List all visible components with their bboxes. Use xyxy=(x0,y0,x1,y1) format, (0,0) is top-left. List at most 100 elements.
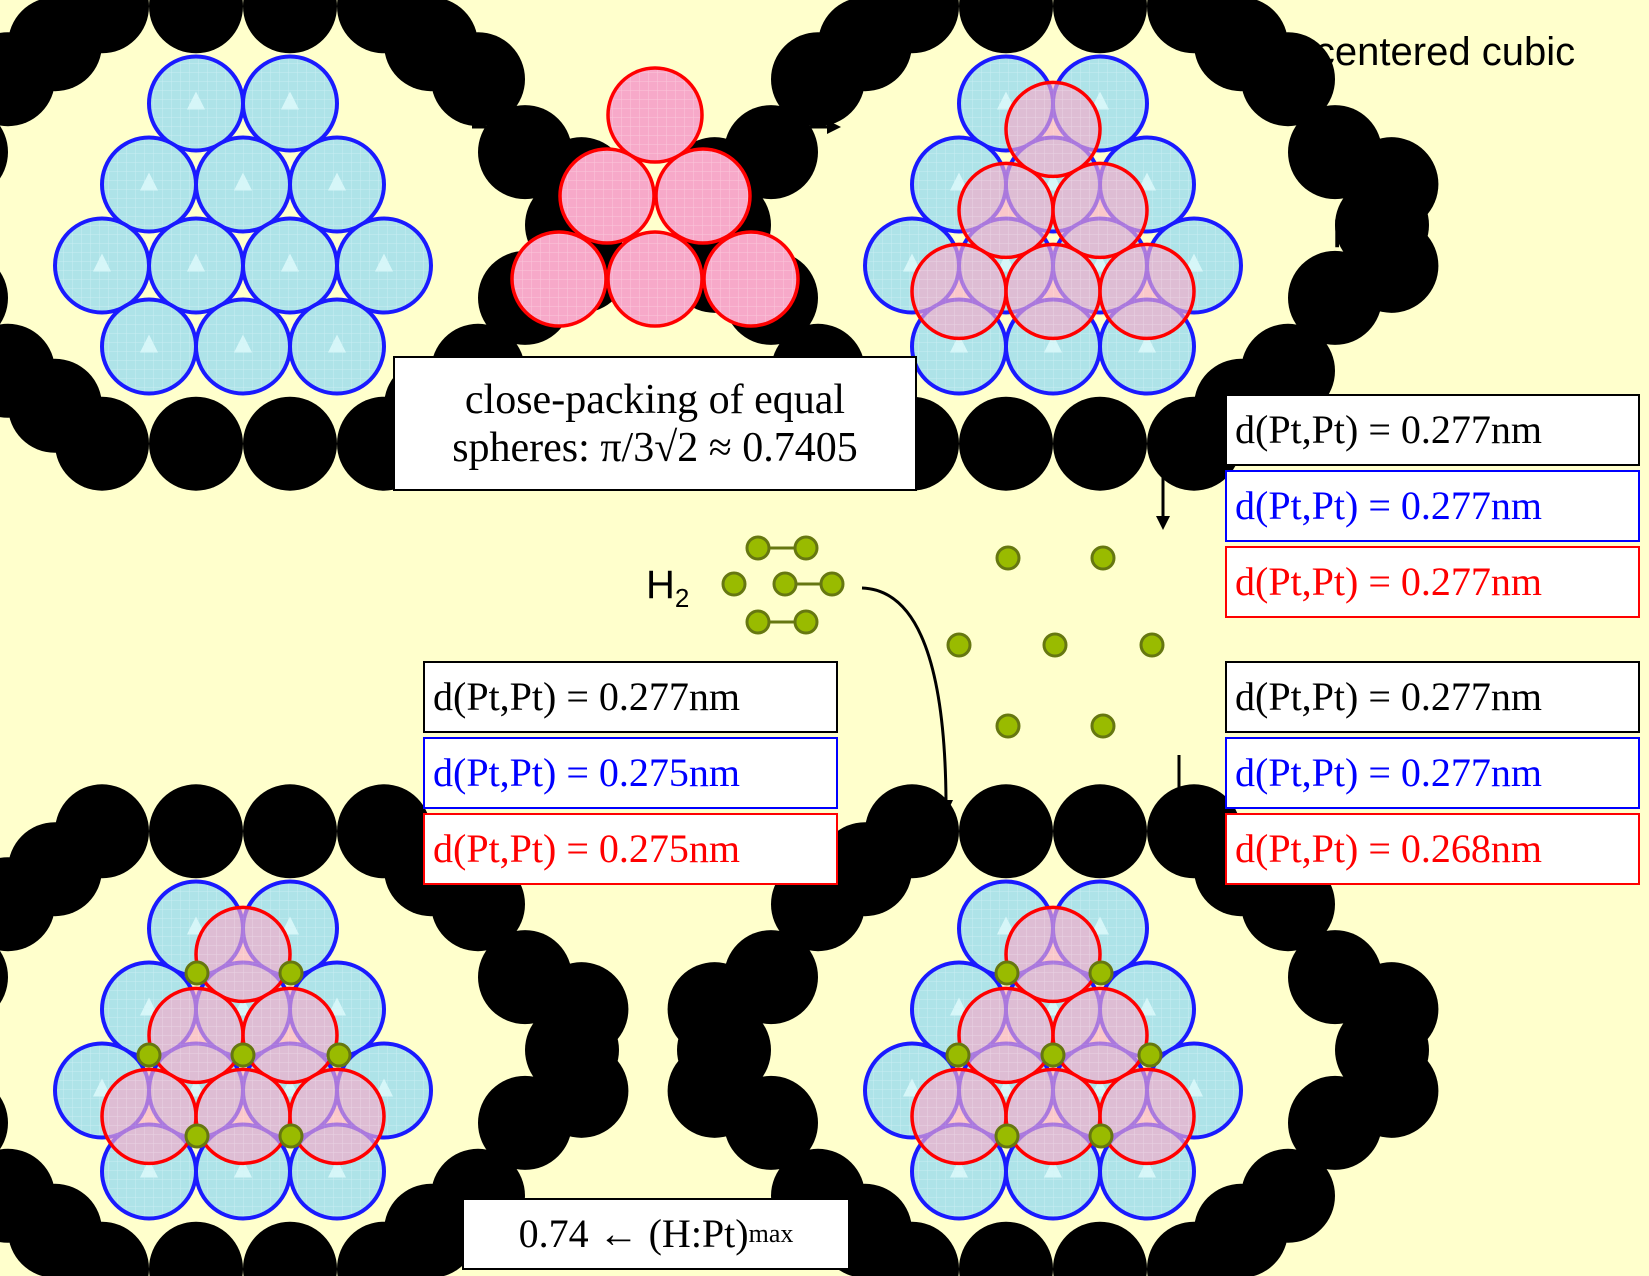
pt-atom-top-layer xyxy=(702,230,800,328)
site-marker xyxy=(1091,1078,1109,1097)
pt-atom-bottom-layer xyxy=(0,1096,8,1150)
hydrogen-molecule-icon xyxy=(721,535,845,635)
site-marker xyxy=(281,91,299,110)
hydrogen-atom xyxy=(1090,713,1116,739)
site-marker xyxy=(1091,916,1109,935)
pt-atom-bottom-layer xyxy=(959,1221,1053,1276)
pt-atom-bottom-layer xyxy=(1344,137,1439,232)
site-marker xyxy=(1044,334,1062,353)
hydrogen-atom xyxy=(994,1123,1020,1149)
pt-atom-bottom-layer xyxy=(818,822,912,917)
site-marker xyxy=(997,1078,1015,1097)
packing-note: close-packing of equal spheres: π/3√2 ≈ … xyxy=(393,356,917,491)
hydrogen-atom xyxy=(745,535,771,561)
distance-box-blue: d(Pt,Pt) = 0.275nm xyxy=(423,737,838,809)
pt-cluster-bottom-right xyxy=(667,784,1439,1276)
pt-label: Pt xyxy=(1332,212,1370,256)
pt-atom-top-layer xyxy=(654,147,752,245)
pt-atom-bottom-layer xyxy=(1053,0,1147,54)
pt-atom-top-layer xyxy=(194,1067,292,1166)
pt-atom-bottom-layer xyxy=(8,1183,102,1276)
hydrogen-atom xyxy=(793,535,819,561)
pt-atom-top-layer xyxy=(510,230,608,328)
pt-atom-bottom-layer xyxy=(1194,1183,1288,1276)
site-marker xyxy=(375,253,393,272)
fcc-label: face-centered cubic xyxy=(1226,30,1576,74)
pt-atom-bottom-layer xyxy=(534,1043,629,1138)
site-marker xyxy=(140,1159,158,1178)
site-marker xyxy=(140,172,158,191)
pt-atom-bottom-layer xyxy=(384,1183,478,1276)
hydrogen-atom xyxy=(772,571,798,597)
pt-atom-top-layer xyxy=(100,1067,198,1166)
arrow-down-icon xyxy=(1156,474,1170,530)
site-marker xyxy=(1044,1159,1062,1178)
site-marker xyxy=(903,1078,921,1097)
hydrogen-atom xyxy=(819,571,845,597)
pt-atom-top-layer xyxy=(147,986,245,1085)
site-marker xyxy=(997,253,1015,272)
arrow-right-icon xyxy=(775,120,841,134)
pt-atom-bottom-layer xyxy=(0,950,8,1004)
hydrogen-atom xyxy=(136,1042,162,1068)
pt-atom-bottom-layer xyxy=(0,125,8,179)
hydrogen-atom xyxy=(721,571,747,597)
distance-box-black: d(Pt,Pt) = 0.277nm xyxy=(423,661,838,733)
site-marker xyxy=(1138,172,1156,191)
pt-atom-bottom-layer xyxy=(243,784,337,879)
pt-atom-top-layer xyxy=(957,986,1055,1085)
top-layer-pyramid xyxy=(510,66,800,328)
site-marker xyxy=(1091,253,1109,272)
pt-atom-bottom-layer xyxy=(1344,218,1439,313)
site-marker xyxy=(1044,997,1062,1016)
site-marker xyxy=(950,1159,968,1178)
site-marker xyxy=(950,334,968,353)
pt-atom-bottom-layer xyxy=(667,1043,762,1138)
pt-atom-bottom-layer xyxy=(959,784,1053,879)
site-marker xyxy=(328,172,346,191)
pt-atom-bottom-layer xyxy=(8,0,102,92)
site-marker xyxy=(234,997,252,1016)
hydrogen-atom xyxy=(995,713,1021,739)
packing-note-line2: spheres: π/3√2 ≈ 0.7405 xyxy=(452,424,858,471)
site-marker xyxy=(1138,1159,1156,1178)
hydrogen-atom xyxy=(184,960,210,986)
pt-atom-bottom-layer xyxy=(243,1221,337,1276)
distance-box-blue: d(Pt,Pt) = 0.277nm xyxy=(1225,470,1640,542)
site-marker xyxy=(997,916,1015,935)
pt-atom-bottom-layer xyxy=(149,0,243,54)
distance-box-red: d(Pt,Pt) = 0.277nm xyxy=(1225,546,1640,618)
site-marker xyxy=(328,1159,346,1178)
arrow-right-icon xyxy=(472,120,536,134)
pt-atom-bottom-layer xyxy=(1344,1043,1439,1138)
site-marker xyxy=(140,997,158,1016)
site-marker xyxy=(281,1078,299,1097)
pt-atom-top-layer xyxy=(1004,242,1102,341)
site-marker xyxy=(234,1159,252,1178)
hydrogen-atom xyxy=(1088,1123,1114,1149)
site-marker xyxy=(1044,172,1062,191)
hydrogen-atom xyxy=(1040,1042,1066,1068)
pt-atom-bottom-layer xyxy=(1344,962,1439,1057)
site-marker xyxy=(328,334,346,353)
site-marker xyxy=(997,91,1015,110)
hydrogen-atom xyxy=(326,1042,352,1068)
pt-atom-bottom-layer xyxy=(384,0,478,92)
pt-atom-bottom-layer xyxy=(1053,784,1147,879)
hydrogen-atom xyxy=(1088,960,1114,986)
distance-box-black: d(Pt,Pt) = 0.277nm xyxy=(1225,661,1640,733)
pt-atom-bottom-layer xyxy=(959,396,1053,491)
pt-atom-bottom-layer xyxy=(243,0,337,54)
site-marker xyxy=(1185,1078,1203,1097)
site-marker xyxy=(950,997,968,1016)
site-marker xyxy=(187,91,205,110)
site-marker xyxy=(281,253,299,272)
arrow-down-icon xyxy=(1172,755,1186,817)
site-marker xyxy=(187,1078,205,1097)
site-marker xyxy=(140,334,158,353)
hydrogen-atom xyxy=(945,1042,971,1068)
pt-atom-top-layer xyxy=(1051,986,1149,1085)
hydrogen-atom xyxy=(946,632,972,658)
hpt-ratio-note: 0.74 ← (H:Pt)max xyxy=(462,1198,850,1270)
